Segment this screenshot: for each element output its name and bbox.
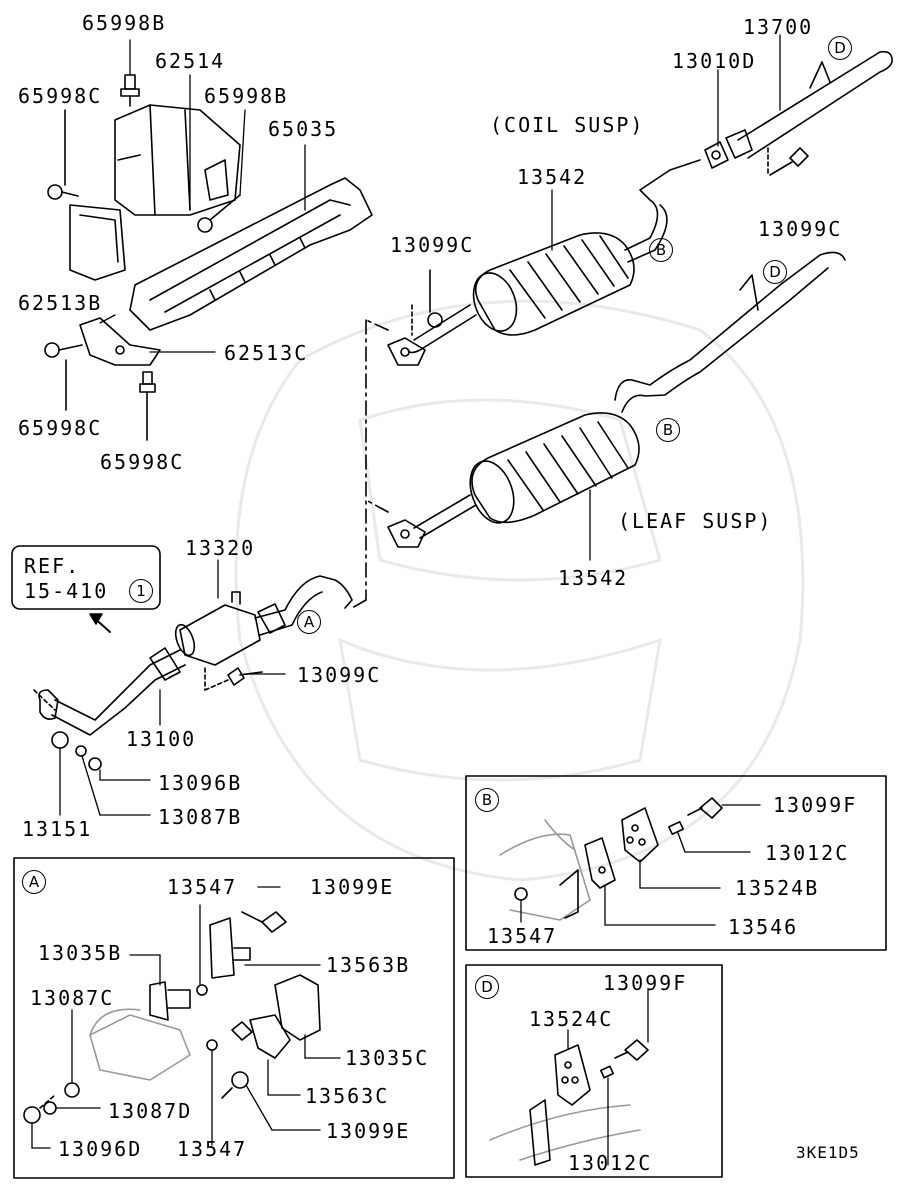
bolt-65998C-bl	[44, 342, 83, 411]
part-label-13099C-mid: 13099C	[297, 663, 382, 687]
part-label-65998C-bottom-left: 65998C	[18, 416, 103, 440]
detail-b-label-13524B: 13524B	[735, 876, 820, 900]
part-label-62514: 62514	[155, 49, 226, 73]
bolt-65998C-b	[139, 371, 156, 441]
detail-a-label-13087C: 13087C	[30, 986, 115, 1010]
callout-d-leaf: D	[763, 260, 787, 284]
part-label-13099C-right: 13099C	[758, 217, 843, 241]
callout-b-leaf: B	[656, 418, 680, 442]
detail-a-label-13563B: 13563B	[326, 953, 411, 977]
part-label-13320: 13320	[185, 536, 256, 560]
diagram-code: 3KE1D5	[796, 1143, 860, 1162]
callout-b-coil: B	[649, 238, 673, 262]
heat-protector-62514	[114, 104, 241, 216]
gasket-13010D	[704, 141, 729, 169]
detail-a-label-13099E-bottom: 13099E	[326, 1119, 411, 1143]
part-label-65998B-top: 65998B	[82, 11, 167, 35]
ref-label-line1: REF.	[24, 554, 81, 578]
detail-d-label-13012C: 13012C	[568, 1151, 653, 1175]
part-label-13087B: 13087B	[158, 805, 243, 829]
note-leaf-susp: (LEAF SUSP)	[618, 509, 773, 533]
note-coil-susp: (COIL SUSP)	[490, 113, 645, 137]
detail-d-leaders	[567, 989, 649, 1166]
flange-leaf	[387, 519, 426, 548]
detail-b-leaders	[520, 804, 761, 926]
detail-a-label-13087D: 13087D	[108, 1099, 193, 1123]
detail-b-tag: B	[475, 788, 499, 812]
heat-protector-65035	[129, 177, 373, 331]
heat-protector-62513B	[69, 204, 126, 281]
detail-a-label-13547-top: 13547	[167, 875, 238, 899]
detail-a-art	[23, 911, 321, 1124]
detail-a-label-13563C: 13563C	[305, 1084, 390, 1108]
detail-a-box	[13, 857, 455, 1179]
part-label-13151: 13151	[22, 817, 93, 841]
bolt-65998B-top	[120, 74, 140, 107]
part-label-65998B-mid: 65998B	[204, 84, 289, 108]
detail-d-label-13099F: 13099F	[603, 971, 688, 995]
part-label-65998C-top-left: 65998C	[18, 84, 103, 108]
part-label-13099C-coil: 13099C	[390, 233, 475, 257]
bolt-65998B-mid	[197, 194, 241, 233]
bolt-13099C-coil	[411, 269, 443, 336]
detail-a-tag: A	[22, 870, 46, 894]
callout-a-main: A	[297, 610, 321, 634]
watermark	[234, 299, 805, 882]
detail-b-label-13547: 13547	[487, 924, 558, 948]
center-pipe-13320	[174, 575, 353, 666]
part-label-62513C: 62513C	[224, 341, 309, 365]
arrow-ref	[89, 613, 111, 633]
part-label-13010D: 13010D	[672, 49, 757, 73]
detail-a-leaders	[31, 886, 341, 1149]
leaders-top-left	[99, 39, 306, 353]
part-label-62513B: 62513B	[18, 291, 103, 315]
detail-a-label-13035B: 13035B	[38, 941, 123, 965]
bracket-62513C	[79, 317, 161, 366]
part-label-13096B: 13096B	[158, 771, 243, 795]
tail-pipe-13700	[725, 50, 893, 159]
detail-a-label-13035C: 13035C	[345, 1046, 430, 1070]
leaders-mid	[59, 34, 781, 816]
detail-a-label-13096D: 13096D	[58, 1137, 143, 1161]
part-label-13542-leaf: 13542	[558, 566, 629, 590]
part-label-13100: 13100	[126, 727, 197, 751]
front-pipe-13100	[38, 647, 186, 736]
bolt-65998C-tl	[47, 109, 79, 200]
tail-pipe-leaf	[614, 251, 846, 413]
part-label-65998C-bottom: 65998C	[100, 450, 185, 474]
ref-label-line2: 15-410	[24, 579, 109, 603]
detail-a-label-13547-bottom: 13547	[177, 1137, 248, 1161]
detail-b-label-13012C: 13012C	[765, 841, 850, 865]
ref-circle-number: 1	[129, 579, 153, 603]
part-label-65035: 65035	[268, 117, 339, 141]
flange-coil	[387, 337, 426, 366]
detail-a-label-13099E-top: 13099E	[310, 875, 395, 899]
part-label-13542-coil: 13542	[517, 165, 588, 189]
nut-13151-washer	[33, 689, 102, 771]
detail-d-label-13524C: 13524C	[529, 1007, 614, 1031]
ref-box	[11, 545, 161, 610]
detail-d-art	[489, 1039, 649, 1166]
detail-b-box	[465, 775, 887, 951]
detail-d-box	[465, 964, 723, 1178]
connection-dashed	[351, 319, 389, 609]
part-label-13700: 13700	[743, 15, 814, 39]
bolt-13099C-right	[767, 147, 809, 176]
detail-b-label-13546: 13546	[728, 915, 799, 939]
muffler-13542-leaf	[413, 412, 640, 539]
detail-d-tag: D	[475, 975, 499, 999]
detail-b-art	[499, 797, 723, 921]
callout-d-coil: D	[828, 36, 852, 60]
detail-b-label-13099F: 13099F	[773, 793, 858, 817]
